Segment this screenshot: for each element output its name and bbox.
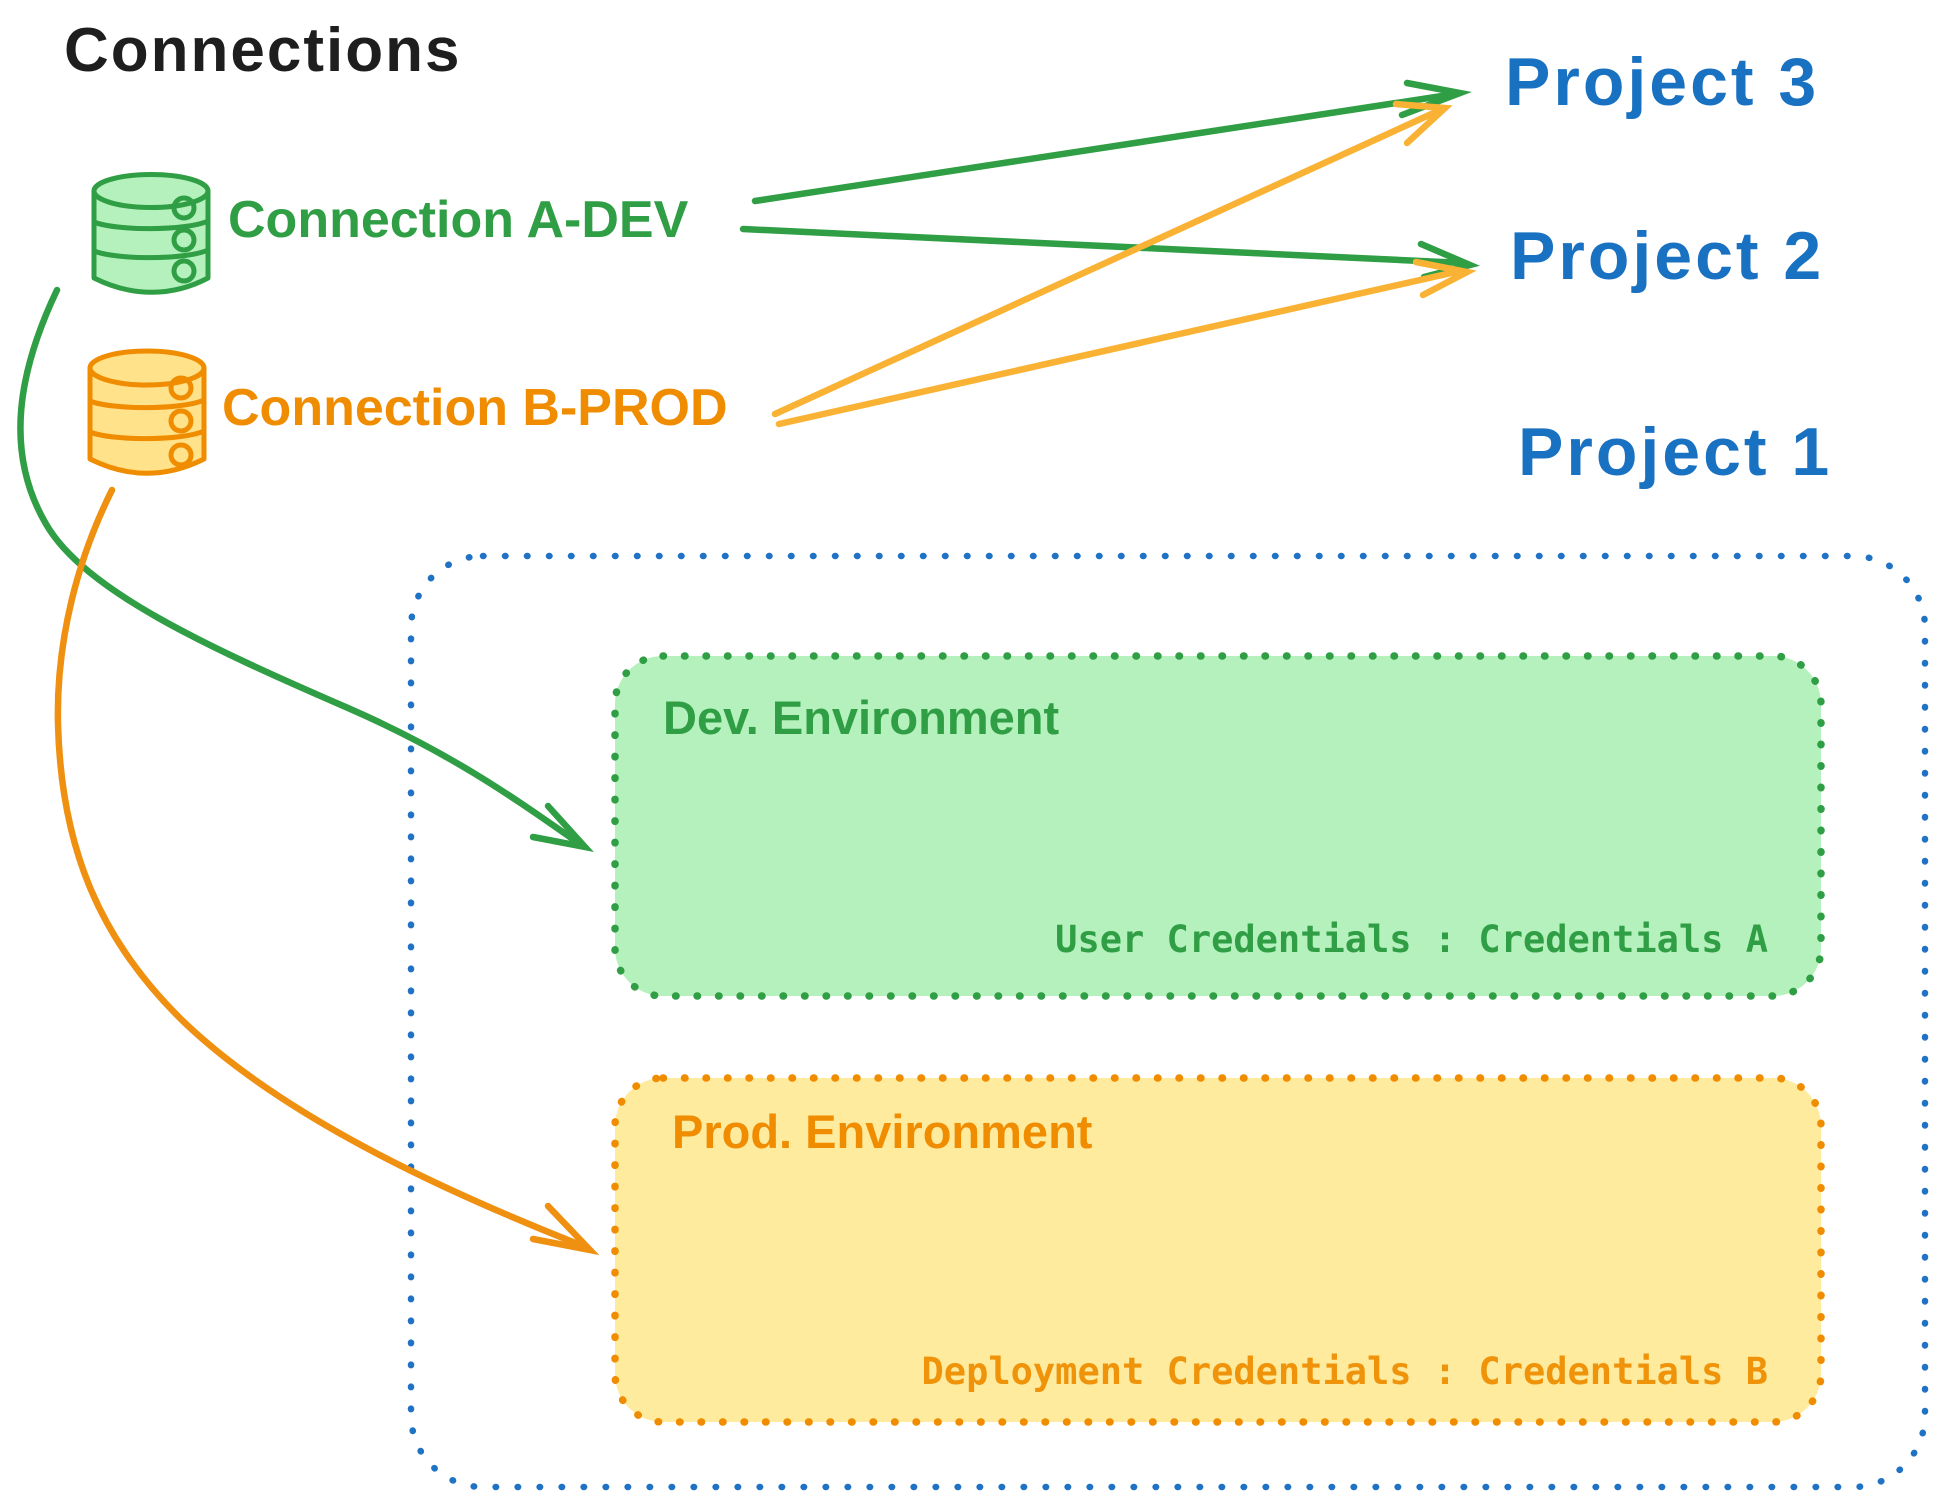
arrow-b-prod-to-prod-environment xyxy=(54,486,600,1256)
arrow-a-dev-to-project-2 xyxy=(739,225,1481,281)
dev-environment-box xyxy=(611,652,1825,1000)
arrow-a-dev-to-dev-environment xyxy=(17,286,594,853)
prod-environment-title: Prod. Environment xyxy=(672,1105,1093,1158)
project-1-label: Project 1 xyxy=(1518,414,1833,490)
dev-environment-title: Dev. Environment xyxy=(663,691,1060,744)
connection-b-label: Connection B-PROD xyxy=(222,379,728,437)
connections-title: Connections xyxy=(64,16,462,85)
arrow-b-prod-to-project-3 xyxy=(771,100,1453,418)
dev-environment-credentials: User Credentials : Credentials A xyxy=(1055,918,1768,961)
database-icon-connection-a xyxy=(91,172,211,295)
arrow-b-prod-to-project-2 xyxy=(775,258,1477,428)
project-3-label: Project 3 xyxy=(1505,44,1820,120)
prod-environment-credentials: Deployment Credentials : Credentials B xyxy=(921,1350,1768,1393)
prod-environment-box xyxy=(611,1074,1825,1426)
project-2-label: Project 2 xyxy=(1510,218,1825,294)
connection-a-label: Connection A-DEV xyxy=(228,191,689,249)
database-icon-connection-b xyxy=(87,348,207,476)
project-1-boundary xyxy=(407,552,1929,1491)
arrow-a-dev-to-project-3 xyxy=(751,79,1472,205)
